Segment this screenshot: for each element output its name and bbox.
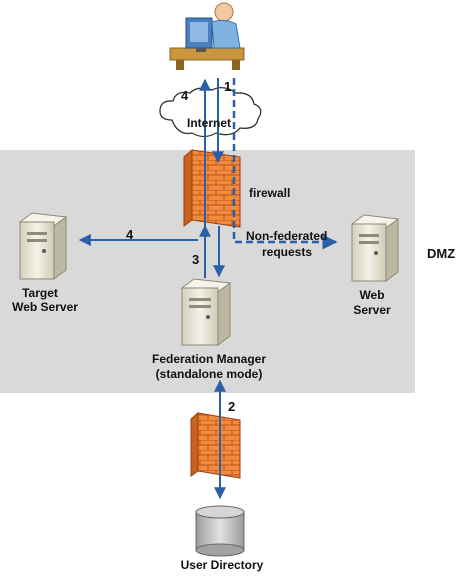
web-server-label-line1: Web: [359, 288, 385, 302]
web-server-icon: [350, 214, 400, 282]
internet-cloud-icon: [159, 86, 262, 138]
non-federated-label-line1: Non-federated: [246, 229, 328, 243]
step-number-4-top: 4: [181, 88, 189, 103]
web-server-label-line2: Server: [353, 303, 391, 317]
flow-arrows: [78, 78, 338, 500]
internet-label: Internet: [187, 116, 232, 130]
federation-manager-label-line1: Federation Manager: [151, 352, 267, 366]
step-number-4-left: 4: [126, 227, 134, 242]
user-directory-database-icon: [195, 505, 245, 557]
non-federated-label-line2: requests: [262, 245, 313, 259]
step-number-1: 1: [224, 79, 232, 94]
user-directory-label: User Directory: [180, 558, 264, 572]
arrow-non-federated: [232, 78, 338, 250]
user-workstation-icon: [169, 2, 245, 70]
target-server-label-line1: Target: [22, 286, 58, 300]
dmz-label: DMZ: [427, 246, 456, 261]
federation-manager-label-line2: (standalone mode): [155, 367, 263, 381]
step-number-2: 2: [228, 399, 236, 414]
target-server-icon: [18, 212, 68, 280]
firewall-dmz-icon: [183, 148, 241, 228]
firewall-directory-icon: [190, 411, 241, 479]
firewall-label: firewall: [249, 186, 291, 200]
step-number-3: 3: [192, 252, 200, 267]
target-server-label-line2: Web Server: [12, 300, 78, 314]
federation-manager-server-icon: [180, 278, 232, 346]
